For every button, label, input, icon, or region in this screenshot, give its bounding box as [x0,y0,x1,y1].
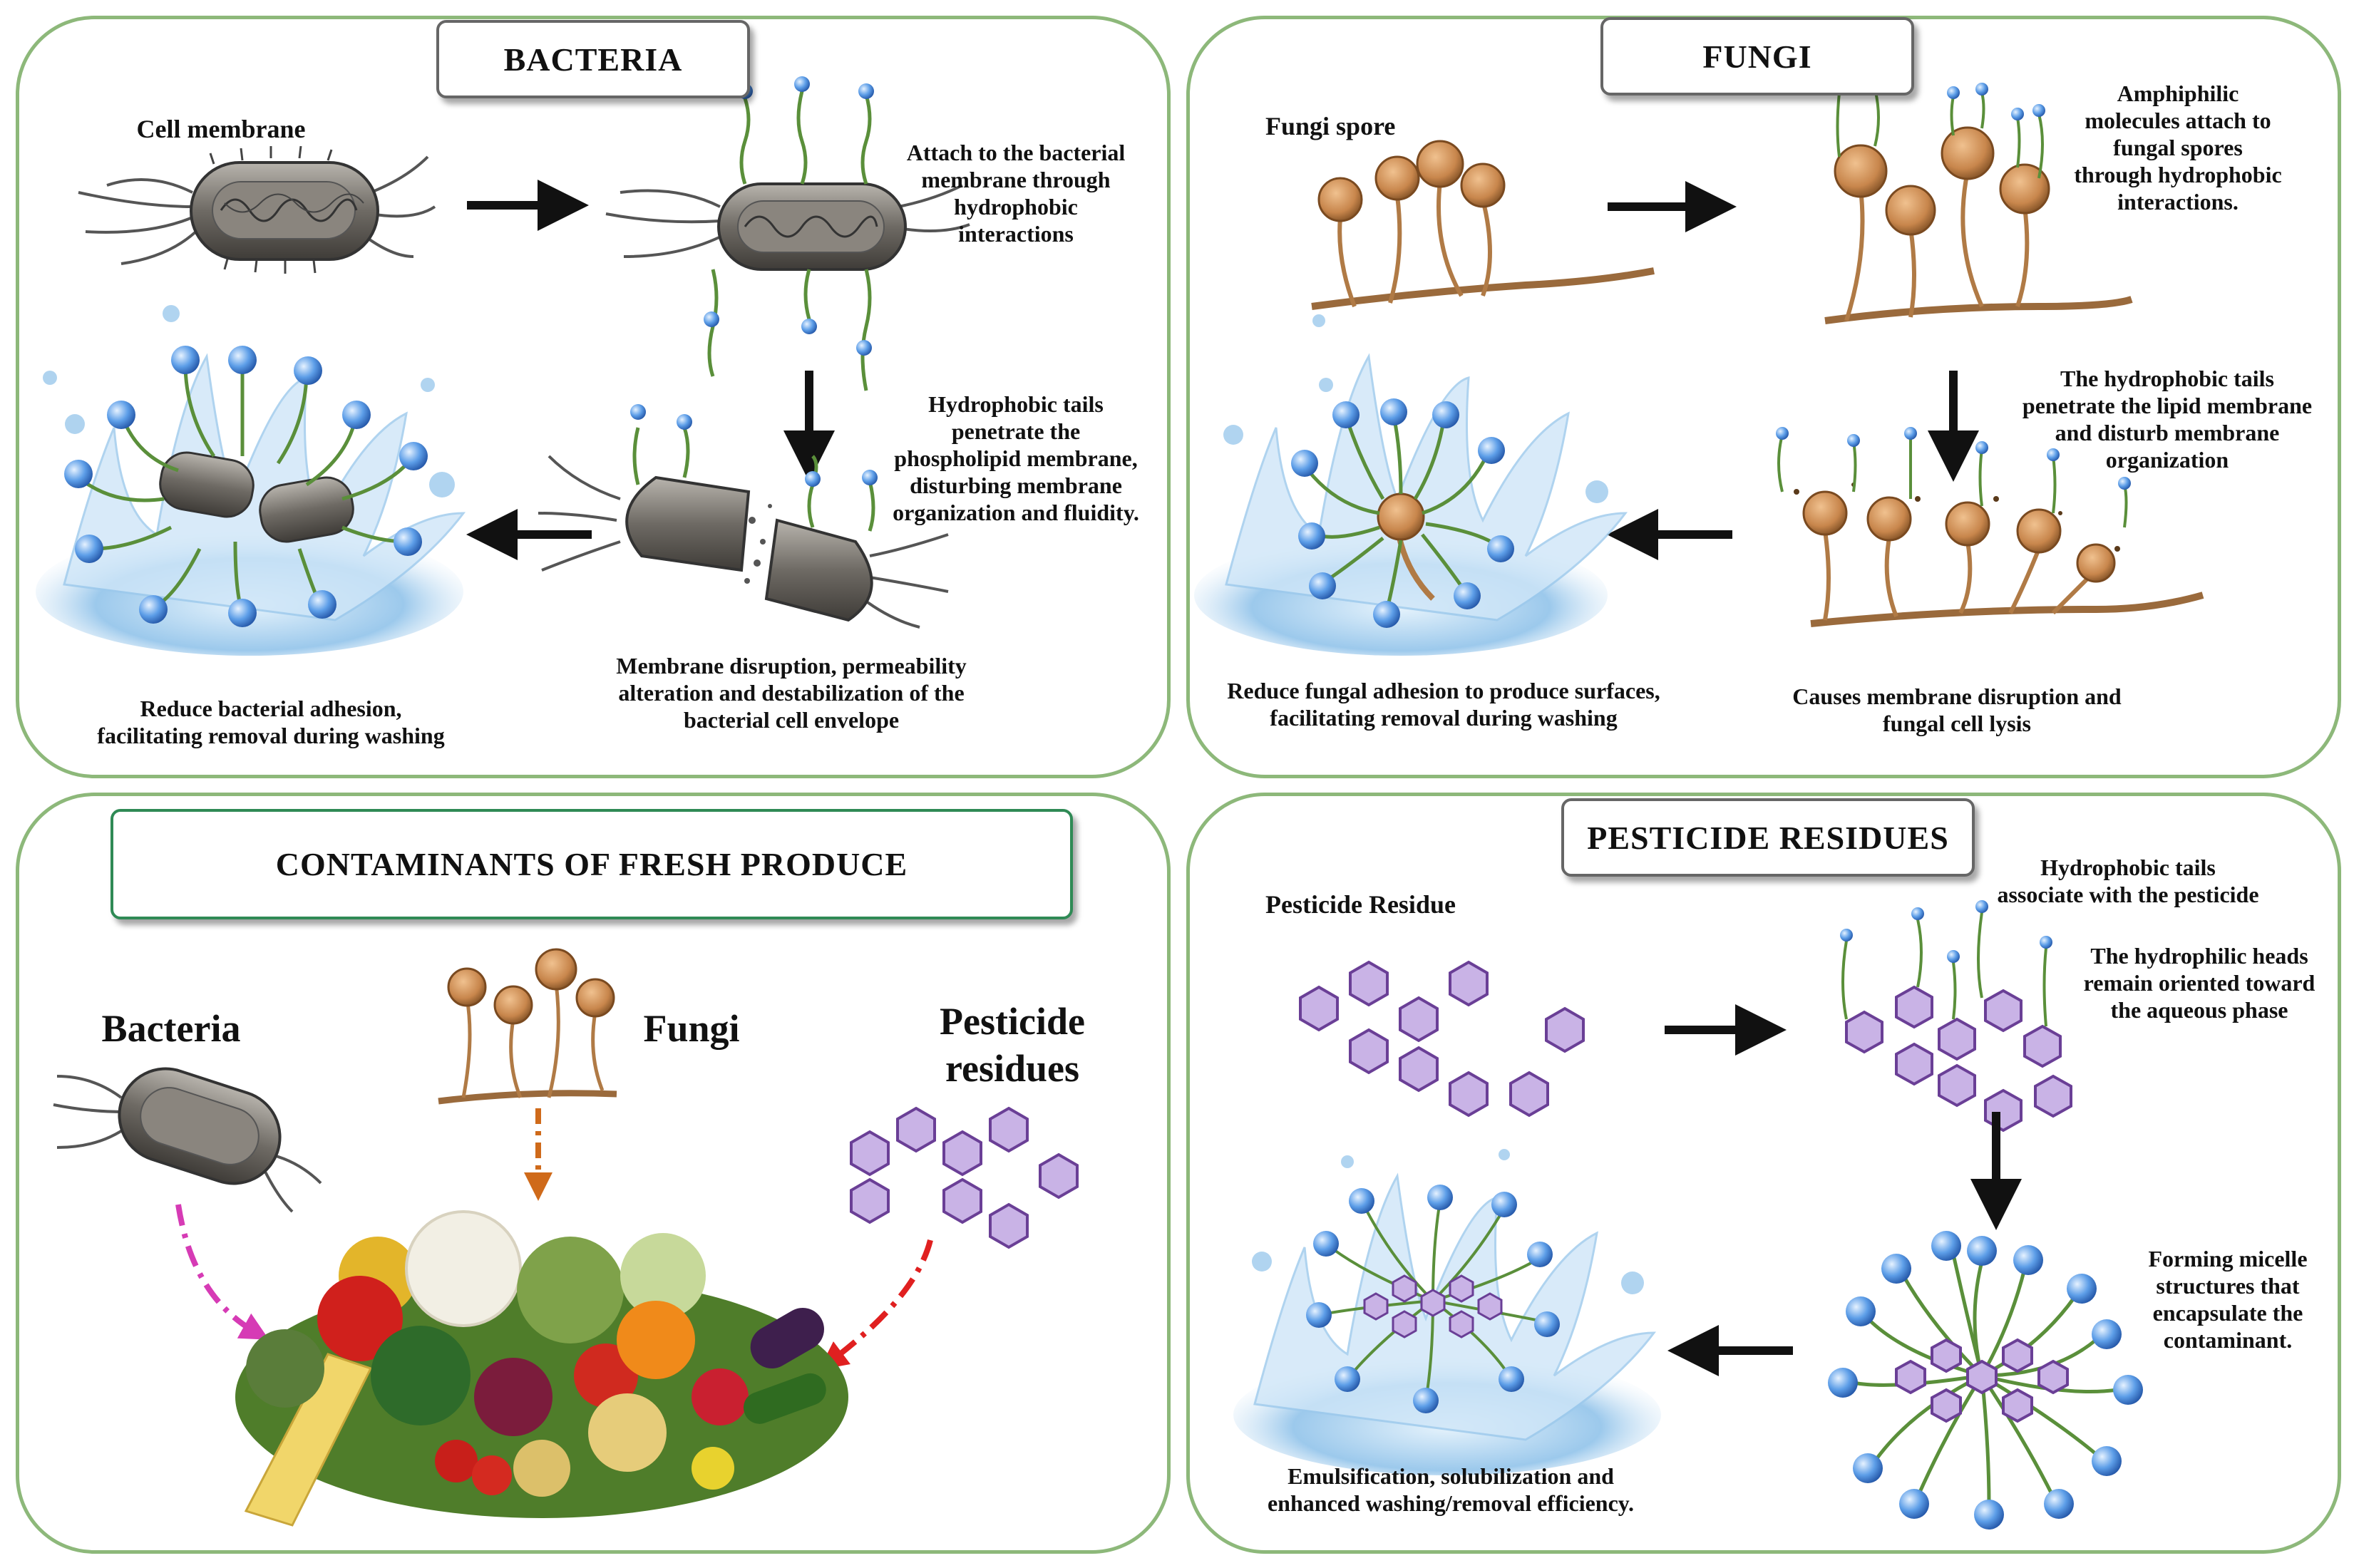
pesticide-molecule-icon [850,1106,1079,1249]
label-membrane-disruption: Membrane disruption, permeability altera… [616,653,967,733]
label-fungi: Fungi [643,1007,740,1050]
label-bacteria: Bacteria [101,1007,241,1050]
label-amphiphilic-molecules: Amphiphilic molecules attach to fungal s… [2074,81,2282,215]
water-splash-icon [1233,1149,1661,1475]
label-fungi-spore: Fungi spore [1265,112,1396,140]
fungi-spore-icon [1311,140,1655,310]
label-reduce-fungal-adhesion: Reduce fungal adhesion to produce surfac… [1227,678,1660,731]
title-bacteria: BACTERIA [436,20,750,98]
pesticide-molecule-icon [1299,960,1585,1118]
dashed-arrow-bacteria [175,1204,269,1340]
title-contaminants: CONTAMINANTS OF FRESH PRODUCE [110,809,1073,919]
fungi-spore-icon [438,948,617,1105]
label-hydrophobic-tails-fungi: The hydrophobic tails penetrate the lipi… [2022,366,2313,473]
pesticide-with-surfactants-icon [1840,900,2072,1133]
title-fungi: FUNGI [1600,17,1914,96]
label-cell-membrane: Cell membrane [136,115,306,143]
label-hydrophilic-heads: The hydrophilic heads remain oriented to… [2083,943,2316,1023]
label-hydrophobic-tails-bacteria: Hydrophobic tails penetrate the phosphol… [893,391,1139,525]
label-reduce-bacterial-adhesion: Reduce bacterial adhesion, facilitating … [97,696,445,748]
label-pesticide-residue: Pesticide Residue [1265,890,1456,919]
label-forming-micelle: Forming micelle structures that encapsul… [2148,1246,2308,1353]
dashed-arrow-pesticide [819,1239,933,1371]
micelle-icon [1828,1231,2143,1530]
lysed-fungi-icon [1776,427,2204,627]
fresh-produce-icon [235,1210,848,1527]
water-splash-icon [36,305,466,656]
broken-bacterium-icon [538,404,949,629]
bacterium-icon [53,1067,322,1213]
bacterium-with-surfactants-icon [605,76,970,391]
label-hydrophobic-tails-pesticide: Hydrophobic tails associate with the pes… [1997,855,2259,907]
title-pesticide-residues: PESTICIDE RESIDUES [1561,798,1975,877]
water-splash-icon [1194,314,1628,656]
bacterium-icon [78,145,436,274]
label-emulsification: Emulsification, solubilization and enhan… [1267,1463,1635,1516]
label-causes-membrane-disruption: Causes membrane disruption and fungal ce… [1792,684,2122,736]
label-attach-bacterial-membrane: Attach to the bacterial membrane through… [906,140,1126,247]
label-pesticide-residues: Pesticide residues [940,1000,1085,1090]
